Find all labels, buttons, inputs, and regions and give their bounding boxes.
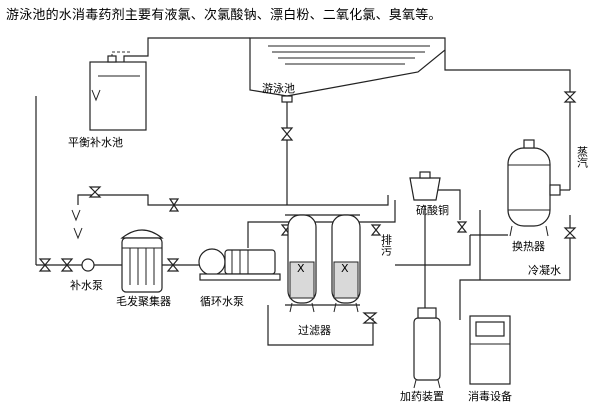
label-circ-pump: 循环水泵 [200,295,244,308]
hx-leg-1 [509,225,513,237]
control-line [111,51,130,62]
dosing-leg-2 [437,379,441,389]
disinfection-group: 消毒设备 [468,315,512,403]
balance-tank-group: 平衡补水池 [68,55,147,149]
filter-leg-1b [311,302,315,313]
hx-shell [507,147,551,227]
valve-right-bottom [563,227,577,239]
dosing-motor [417,307,437,319]
pipe-discharge [247,200,396,248]
pipe-filter-bypass [267,305,374,346]
filter-media-1 [289,261,315,299]
valve-filter-2 [370,224,382,236]
pipe-right-loop [444,50,571,190]
hx-leg-2 [545,225,549,237]
label-copper-sulfate: 硫酸铜 [416,203,449,217]
makeup-check [73,227,83,240]
valves [38,91,577,324]
label-dosing-device: 加药装置 [400,390,444,403]
cuso4-motor [419,171,431,179]
filter-mark-2: X [341,262,349,275]
pipe-main-205 [77,194,389,206]
valve-suction-2 [60,258,74,272]
drain-group: 排污 [380,233,393,256]
filter-mark-1: X [297,262,305,275]
filters-group: X X 过滤器 [287,214,361,337]
label-balance-tank: 平衡补水池 [68,136,123,149]
dosing-tank [413,317,441,381]
pool-drain-outlet [281,95,293,103]
label-steam: 蒸汽 [576,146,589,168]
makeup-pump-group: 补水泵 [70,258,103,292]
pump-volute [198,248,226,276]
dosing-leg-1 [413,379,417,389]
valve-top-left [88,186,102,198]
valve-pool-drain [280,127,294,141]
makeup-y-mark [71,209,81,222]
valve-main-1 [168,198,180,212]
balance-tank [89,61,147,131]
pipe-condensate [459,215,571,320]
valve-suction-1 [38,258,52,272]
hair-filter-group: 毛发聚集器 [116,229,171,308]
hair-filter-lid [120,229,164,239]
float-valve [107,55,117,63]
heat-exchanger-group: 换热器 蒸汽 [507,139,589,253]
filter-leg-1a [289,302,293,313]
valve-bypass [362,312,378,324]
filter-leg-2a [333,302,337,313]
label-drain: 排污 [380,233,393,256]
pipe-cuso4 [430,189,461,220]
cuso4-group: 硫酸铜 [409,171,449,217]
filter-media-2 [333,261,359,299]
label-makeup-pump: 补水泵 [70,279,103,292]
valve-after-hair [166,258,180,272]
intro-text: 游泳池的水消毒药剂主要有液氯、次氯酸钠、漂白粉、二氧化氯、臭氧等。 [6,8,442,23]
label-disinfection-equipment: 消毒设备 [468,389,512,403]
label-condensate: 冷凝水 [528,263,561,277]
hx-side-nozzle [549,184,561,196]
label-filter: 过滤器 [298,324,331,337]
pipe-top-return [123,37,250,62]
pipe-to-hx [395,235,471,266]
cuso4-tank [409,177,441,201]
hair-filter-body [121,237,163,293]
dosing-group: 加药装置 [400,307,444,403]
label-hair-filter: 毛发聚集器 [116,294,171,308]
makeup-pump [81,258,95,272]
pool-group: 游泳池 [249,37,446,103]
balance-y-mark [91,89,101,102]
valve-cuso4 [456,221,468,233]
disinfection-panel [475,321,505,337]
label-heat-exchanger: 换热器 [512,239,545,253]
pump-base [199,273,281,281]
valve-right-top [563,91,577,103]
hx-top-nozzle [523,139,535,149]
filter-leg-2b [355,302,359,313]
circ-pump-group: 循环水泵 [198,248,281,308]
hair-filter-basket [129,248,155,285]
piping [35,37,571,346]
label-pool: 游泳池 [262,81,295,95]
